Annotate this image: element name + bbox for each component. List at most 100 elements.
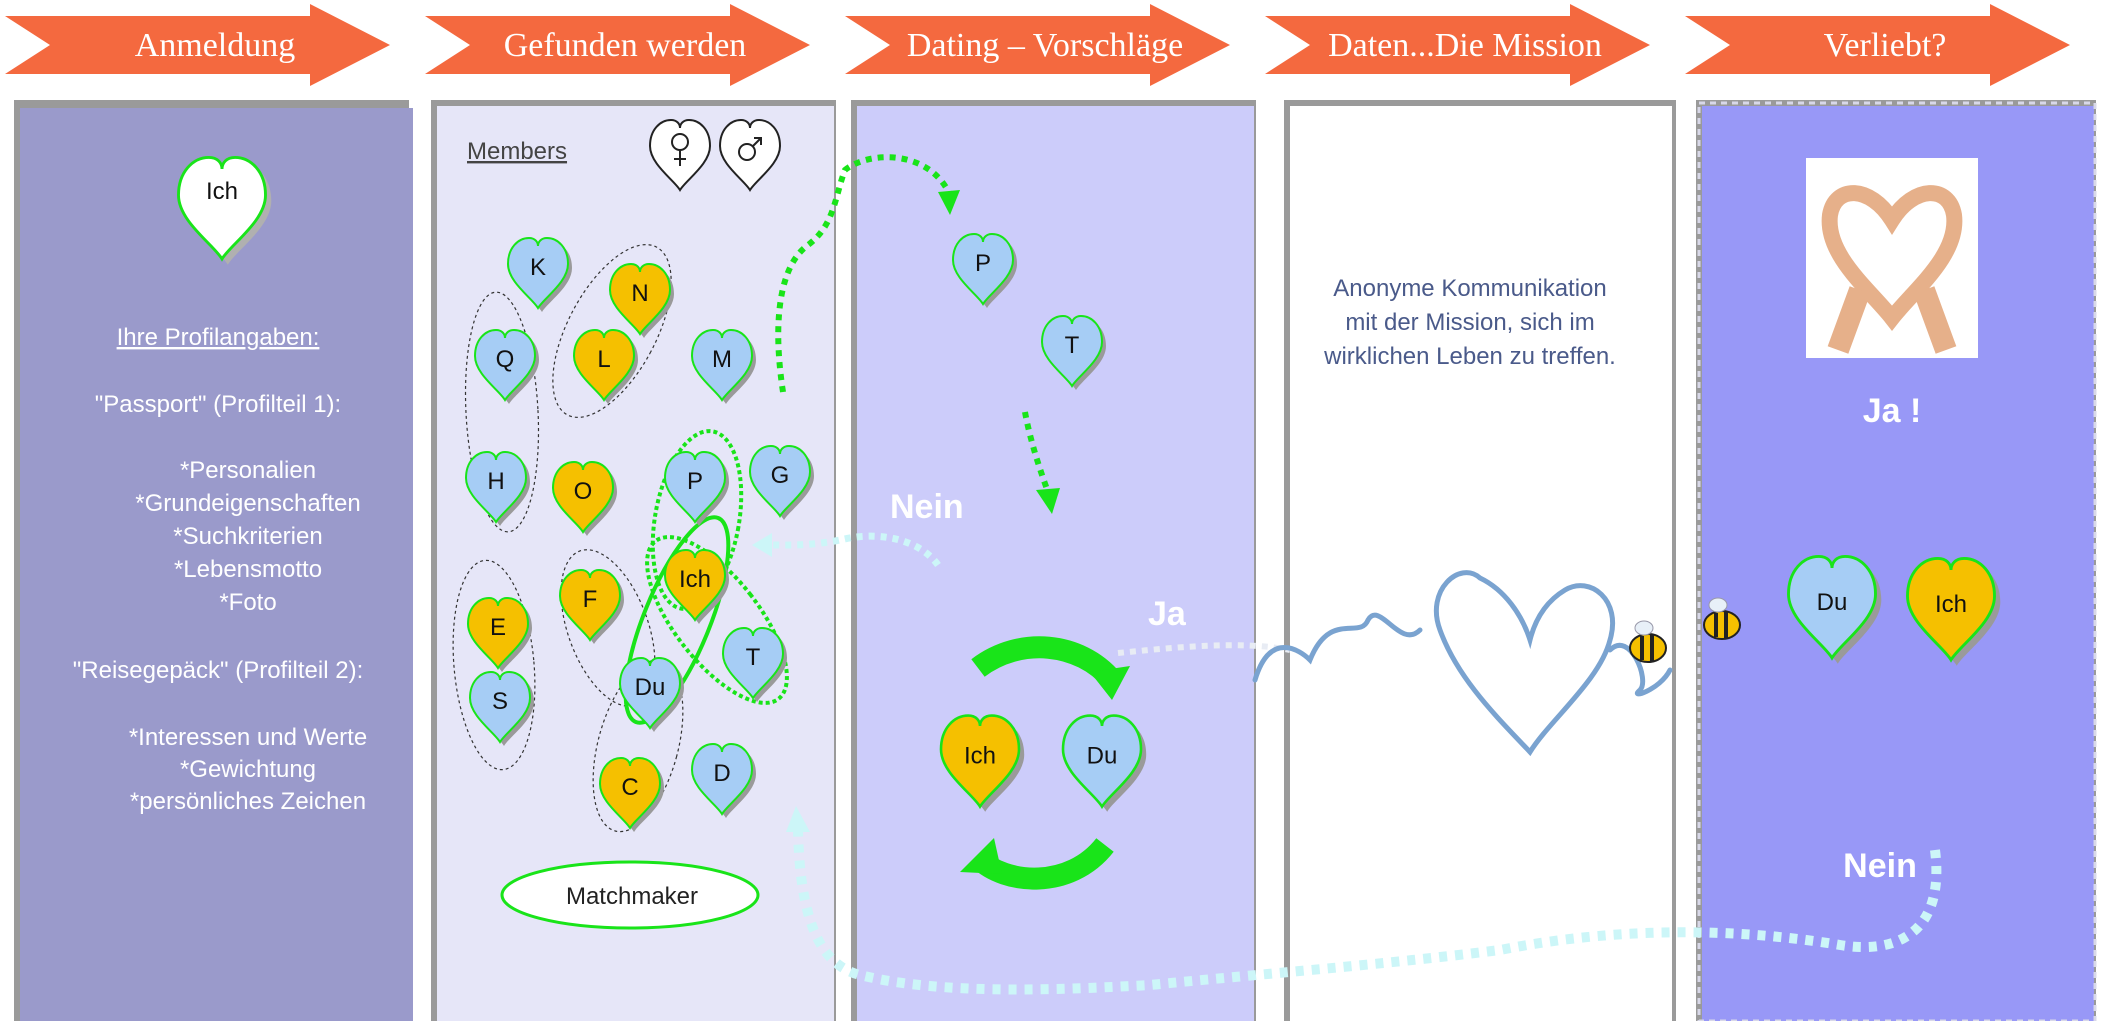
cluster-ellipse <box>592 659 684 833</box>
heart-label: O <box>574 478 593 505</box>
ja-label: Ja <box>1148 595 1187 633</box>
step-label: Daten...Die Mission <box>1328 27 1602 64</box>
luggage-item: *Interessen und Werte <box>129 724 367 751</box>
heart-label: G <box>771 462 790 489</box>
heart-label: L <box>597 346 610 373</box>
heart-label: T <box>746 644 761 671</box>
heart-label: Q <box>496 346 515 373</box>
panel-anmeldung <box>14 100 413 1021</box>
heart-label: K <box>530 254 546 281</box>
heart-g: G <box>749 445 814 520</box>
panel-verliebt <box>1696 100 2097 1021</box>
bee-icon <box>1703 597 1741 640</box>
cluster-ellipse <box>452 559 536 771</box>
result-hearts: Du Ich <box>1787 554 2001 666</box>
mission-text-line: wirklichen Leben zu treffen. <box>1323 343 1616 370</box>
heart-s: S <box>469 671 534 746</box>
heart-du: Du <box>619 657 684 732</box>
step-label: Dating – Vorschläge <box>907 27 1183 64</box>
step-arrow-5: Verliebt? <box>1685 4 2070 86</box>
connector-arrowhead <box>752 533 772 557</box>
connectors <box>752 154 1942 995</box>
heart-e: E <box>467 597 532 672</box>
heart-du: Du <box>1787 554 1882 664</box>
luggage-item: *Gewichtung <box>180 756 316 783</box>
step-arrow-4: Daten...Die Mission <box>1265 4 1650 86</box>
heart-label: S <box>492 688 508 715</box>
match-ellipse <box>623 515 731 725</box>
heart-label: P <box>687 468 703 495</box>
mission-text-line: mit der Mission, sich im <box>1345 309 1594 336</box>
panel4-content: Anonyme Kommunikation mit der Mission, s… <box>1252 275 1741 757</box>
panel-mission <box>1284 100 1676 1021</box>
cycle-arrow-top <box>971 636 1121 688</box>
heart-q: Q <box>474 329 539 404</box>
step-arrows: Anmeldung Gefunden werden Dating – Vorsc… <box>5 4 2070 86</box>
heart-label: Du <box>1087 743 1118 770</box>
cluster-ellipse <box>552 244 672 418</box>
passport-item: *Lebensmotto <box>174 556 322 583</box>
step-label: Verliebt? <box>1824 27 1947 64</box>
panel1-content: Ich Ihre Profilangaben: "Passport" (Prof… <box>73 155 367 815</box>
match-ellipse <box>645 535 789 705</box>
connector-arrowhead <box>786 806 810 832</box>
heart-n: N <box>609 263 674 338</box>
dating-hearts: P T Ich Du <box>939 233 1147 812</box>
heart-label: C <box>621 774 638 801</box>
passport-item: *Foto <box>219 589 276 616</box>
heart-label: P <box>975 250 991 277</box>
heart-m: M <box>691 329 756 404</box>
cycle-arrowhead <box>1090 666 1130 700</box>
cluster-ellipse <box>464 291 540 533</box>
heart-ich: Ich <box>939 714 1025 812</box>
heart-label: D <box>713 760 730 787</box>
members-label: Members <box>467 138 567 165</box>
passport-heading: "Passport" (Profilteil 1): <box>95 391 341 418</box>
heart-c: C <box>599 757 664 832</box>
heart-hands-photo <box>1806 158 1978 358</box>
nein-return-connector <box>769 532 941 568</box>
heart-ich: Ich <box>1906 556 2001 666</box>
female-symbol-icon <box>649 119 711 191</box>
heart-t: T <box>1041 315 1106 390</box>
heart-label: Ich <box>964 743 996 770</box>
passport-item: *Personalien <box>180 457 316 484</box>
mission-text-line: Anonyme Kommunikation <box>1333 275 1606 302</box>
matchmaker-ellipse <box>500 860 760 930</box>
heart-l: L <box>573 329 638 404</box>
green-dotted-connector <box>1022 411 1051 494</box>
matchmaker-label: Matchmaker <box>566 883 698 910</box>
bee-icon <box>1629 620 1667 663</box>
luggage-item: *persönliches Zeichen <box>130 788 366 815</box>
heart-label: Du <box>1817 589 1848 616</box>
heart-label: Du <box>635 674 666 701</box>
step-label: Anmeldung <box>135 27 296 64</box>
ja-result-label: Ja ! <box>1863 392 1922 430</box>
heart-label: N <box>631 280 648 307</box>
heart-k: K <box>507 237 572 312</box>
step-arrow-1: Anmeldung <box>5 4 390 86</box>
scribble-heart-illustration <box>1252 570 1673 757</box>
step-arrow-2: Gefunden werden <box>425 4 810 86</box>
profile-heading: Ihre Profilangaben: <box>117 324 320 351</box>
heart-ich: Ich <box>664 549 729 624</box>
heart-label: E <box>490 614 506 641</box>
heart-d: D <box>691 743 756 818</box>
heart-h: H <box>465 451 530 526</box>
heart-label: Ich <box>679 566 711 593</box>
male-symbol-icon <box>719 119 781 191</box>
heart-label: H <box>487 468 504 495</box>
heart-p: P <box>664 451 729 526</box>
nein-label: Nein <box>890 488 964 526</box>
heart-label: Ich <box>1935 591 1967 618</box>
ja-forward-connector <box>1117 642 1291 656</box>
heart-p: P <box>952 233 1017 308</box>
heart-label: M <box>712 346 732 373</box>
connector-arrowhead <box>938 190 960 215</box>
heart-t: T <box>722 627 787 702</box>
panel3-content: P T Ich Du Nein Ja <box>890 233 1187 890</box>
passport-item: *Suchkriterien <box>173 523 322 550</box>
match-ellipse <box>650 429 744 611</box>
